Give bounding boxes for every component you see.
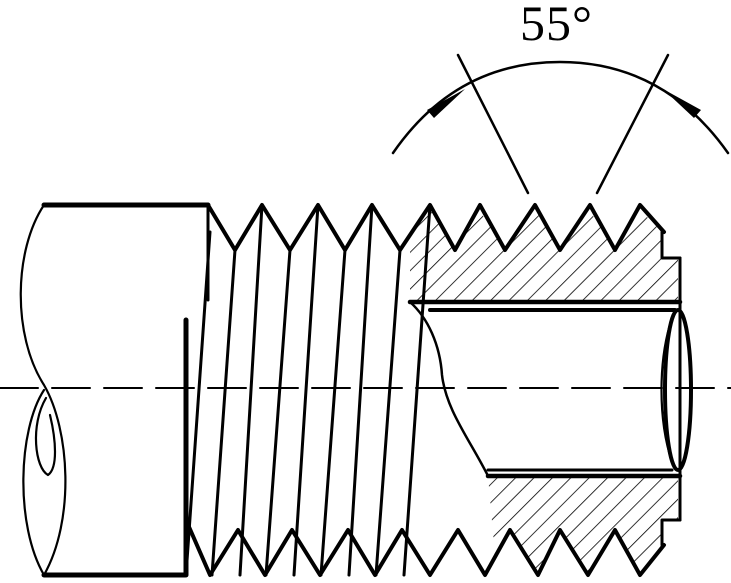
section-hatch-bottom (488, 476, 678, 575)
thread-line-1 (184, 230, 212, 577)
head-left-break (19, 203, 67, 577)
angle-extension-left (456, 53, 530, 195)
thread-line-3 (238, 203, 264, 577)
thread-line-4 (264, 248, 292, 577)
bore-end-ellipse-inner (660, 316, 674, 464)
arrow-right-icon (663, 89, 701, 118)
right-end-step-bottom (660, 518, 682, 547)
bore-end-ellipse (663, 308, 693, 472)
thread-line-8 (374, 248, 402, 577)
angle-extension-right (595, 53, 670, 195)
thread-line-6 (319, 248, 347, 577)
arrow-left-icon (427, 89, 465, 118)
head-break-curl (34, 396, 57, 477)
thread-line-7 (347, 203, 374, 577)
head-left-break-return (22, 388, 46, 577)
thread-line-5 (292, 203, 320, 577)
angle-label: 55° (520, 0, 593, 51)
section-hatch-top (410, 208, 678, 302)
thread-crest-top (206, 203, 666, 252)
section-break-line (408, 300, 490, 478)
right-end-step (660, 230, 682, 260)
thread-line-9 (402, 203, 432, 577)
thread-line-2 (210, 248, 237, 577)
